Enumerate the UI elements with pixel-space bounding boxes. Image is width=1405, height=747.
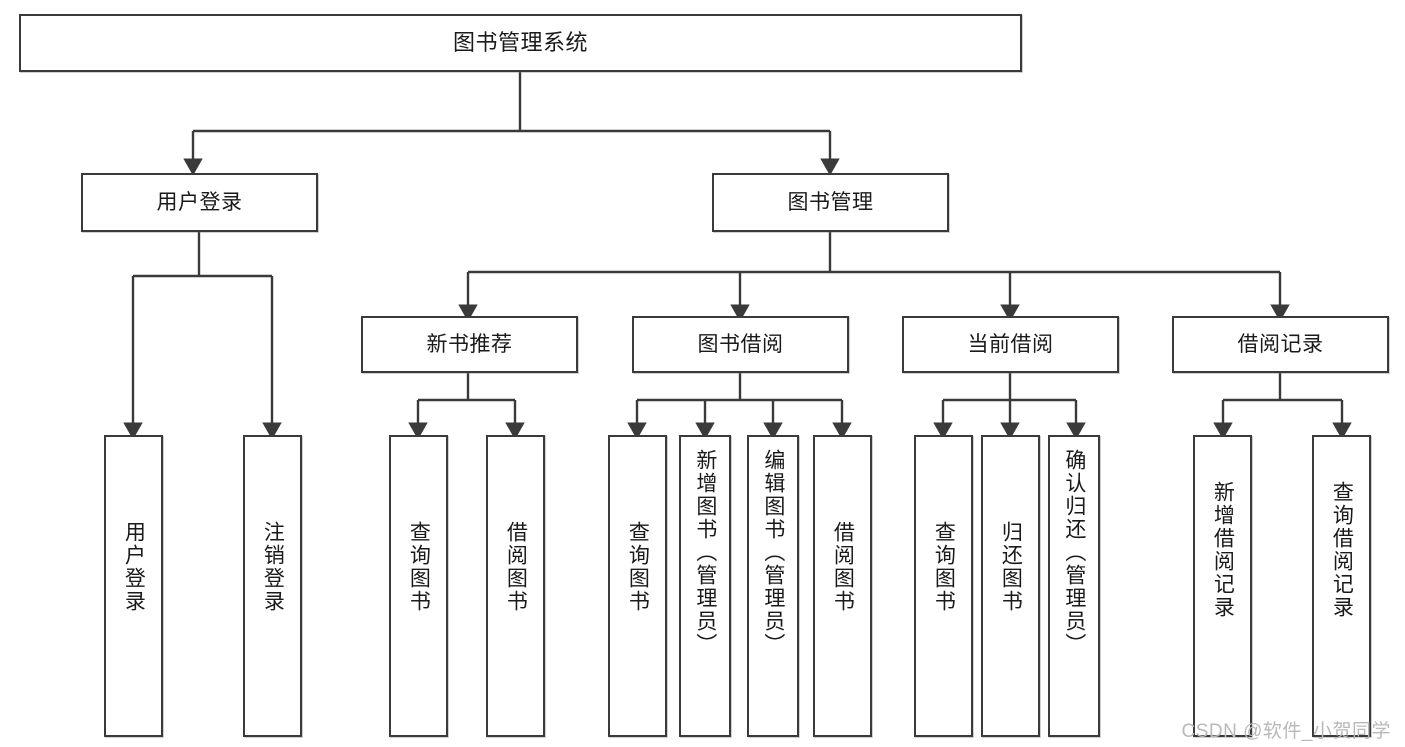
node-book-manage-label: 图书管理	[787, 190, 874, 214]
node-leaf-user-login-label: 用户登录	[122, 521, 146, 613]
node-borrow-record[interactable]: 借阅记录	[1172, 316, 1389, 373]
node-current-borrow-label: 当前借阅	[967, 332, 1054, 356]
node-leaf-edit-book[interactable]: 编辑图书（管理员）	[747, 435, 799, 737]
node-leaf-borrow-book-1[interactable]: 借阅图书	[486, 435, 545, 737]
node-leaf-logout[interactable]: 注销登录	[243, 435, 302, 737]
node-borrow-record-label: 借阅记录	[1237, 332, 1324, 356]
node-leaf-add-book-label: 新增图书（管理员）	[693, 449, 717, 656]
node-leaf-add-record[interactable]: 新增借阅记录	[1193, 435, 1252, 737]
node-leaf-return-book-label: 归还图书	[999, 521, 1023, 613]
node-leaf-user-login[interactable]: 用户登录	[104, 435, 163, 737]
node-user-login-label: 用户登录	[156, 190, 243, 214]
node-leaf-query-book-2[interactable]: 查询图书	[608, 435, 667, 737]
node-leaf-query-record[interactable]: 查询借阅记录	[1312, 435, 1371, 737]
node-root-label: 图书管理系统	[452, 29, 588, 55]
node-leaf-logout-label: 注销登录	[261, 521, 285, 613]
node-leaf-query-book-1-label: 查询图书	[407, 521, 431, 613]
node-leaf-query-book-3[interactable]: 查询图书	[914, 435, 973, 737]
node-user-login[interactable]: 用户登录	[81, 173, 318, 232]
node-leaf-borrow-book-2[interactable]: 借阅图书	[813, 435, 872, 737]
node-book-manage[interactable]: 图书管理	[712, 173, 949, 232]
node-leaf-confirm-return-label: 确认归还（管理员）	[1062, 449, 1086, 656]
node-leaf-borrow-book-1-label: 借阅图书	[504, 521, 528, 613]
node-new-book-rec-label: 新书推荐	[426, 332, 513, 356]
node-leaf-query-book-1[interactable]: 查询图书	[389, 435, 448, 737]
node-leaf-query-book-2-label: 查询图书	[626, 521, 650, 613]
node-leaf-confirm-return[interactable]: 确认归还（管理员）	[1048, 435, 1100, 737]
node-book-borrow-label: 图书借阅	[697, 332, 784, 356]
node-leaf-borrow-book-2-label: 借阅图书	[831, 521, 855, 613]
node-new-book-rec[interactable]: 新书推荐	[361, 316, 578, 373]
node-leaf-add-record-label: 新增借阅记录	[1211, 481, 1235, 619]
node-leaf-query-record-label: 查询借阅记录	[1330, 481, 1354, 619]
node-root[interactable]: 图书管理系统	[19, 14, 1022, 72]
node-leaf-edit-book-label: 编辑图书（管理员）	[761, 449, 785, 656]
node-leaf-query-book-3-label: 查询图书	[932, 521, 956, 613]
node-current-borrow[interactable]: 当前借阅	[902, 316, 1119, 373]
node-leaf-return-book[interactable]: 归还图书	[981, 435, 1040, 737]
node-book-borrow[interactable]: 图书借阅	[632, 316, 849, 373]
node-leaf-add-book[interactable]: 新增图书（管理员）	[679, 435, 731, 737]
